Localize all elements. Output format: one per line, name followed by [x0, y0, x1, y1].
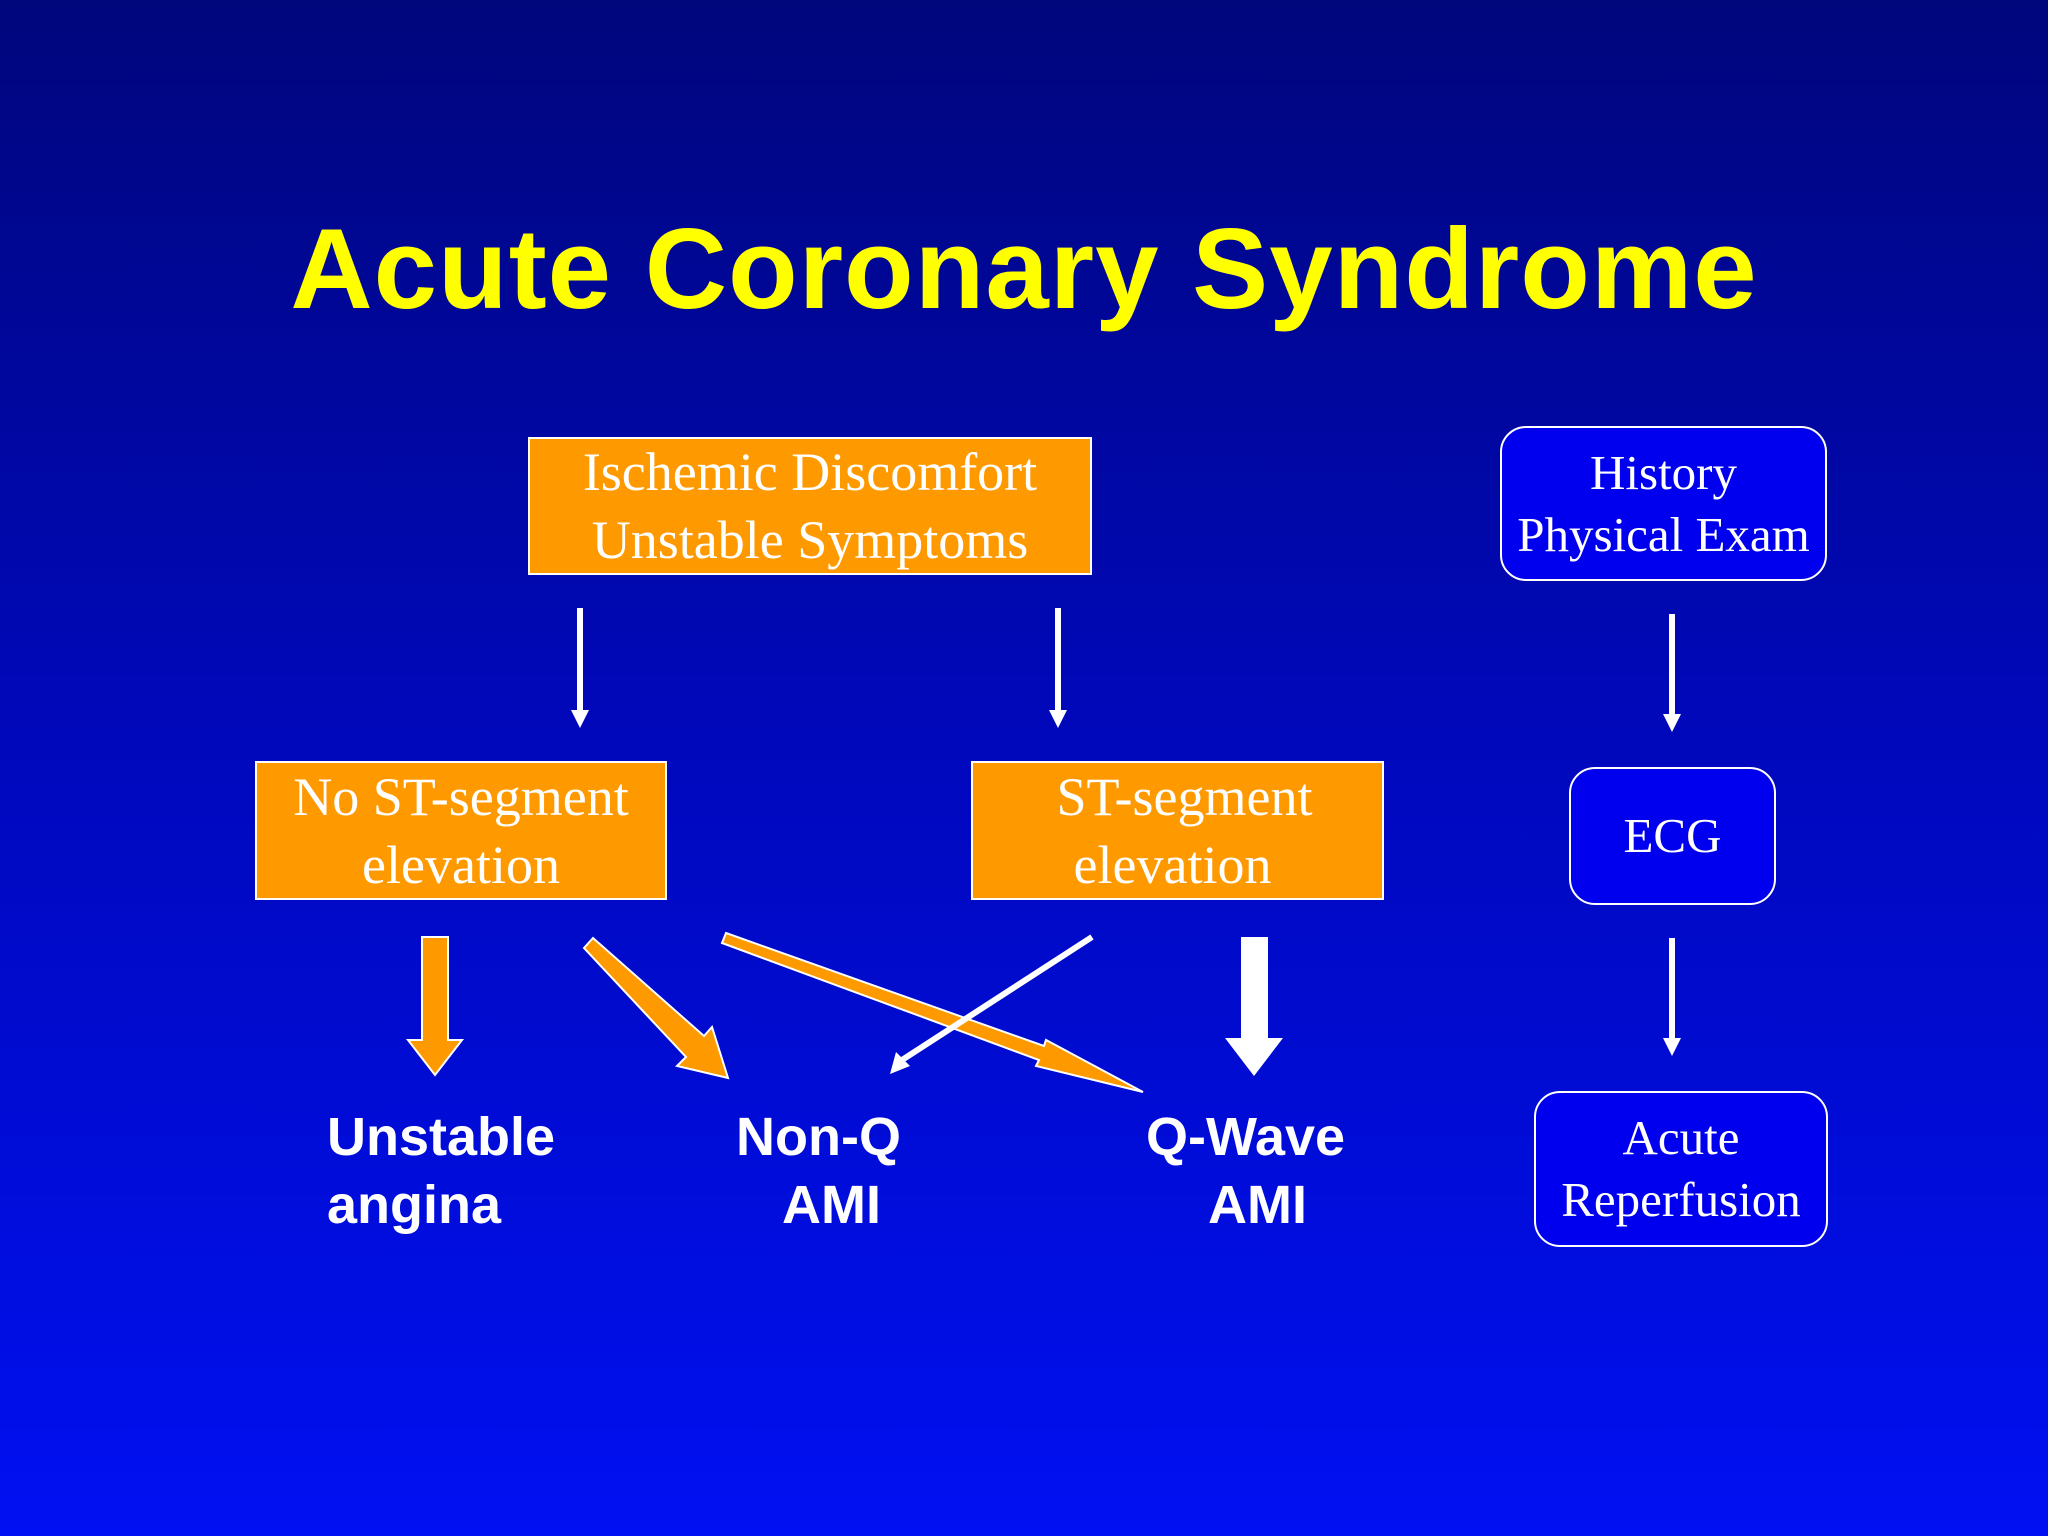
- arrow-no-st-to-q-wave-ami: [720, 931, 1144, 1093]
- arrow-history-to-ecg: [1663, 614, 1681, 732]
- non-q-ami-line2: AMI: [782, 1175, 881, 1235]
- outcome-non-q-ami: Non-Q AMI: [736, 1103, 924, 1239]
- arrow-ischemic-to-st: [1049, 608, 1067, 728]
- st-box-line1: ST-segment: [1056, 766, 1313, 827]
- unstable-angina-line1: Unstable: [327, 1107, 556, 1167]
- history-box-line2: Physical Exam: [1517, 506, 1810, 562]
- outcome-q-wave-ami: Q-Wave AMI: [1146, 1103, 1386, 1239]
- unstable-angina-line2: angina: [327, 1175, 502, 1235]
- reperfusion-box-line1: Acute: [1622, 1110, 1740, 1165]
- arrow-ischemic-to-no-st: [571, 608, 589, 728]
- reperfusion-box-line2: Reperfusion: [1561, 1172, 1801, 1227]
- history-box-line1: History: [1590, 444, 1737, 500]
- outcome-unstable-angina: Unstable angina: [327, 1103, 555, 1239]
- non-q-ami-line1: Non-Q: [736, 1107, 901, 1167]
- no-st-box-line2: elevation: [362, 834, 560, 895]
- acute-reperfusion-box: Acute Reperfusion: [1534, 1091, 1828, 1247]
- ecg-box: ECG: [1569, 767, 1776, 905]
- arrow-ecg-to-reperfusion: [1663, 938, 1681, 1056]
- st-box-line2: elevation: [1073, 834, 1272, 895]
- arrow-st-to-non-q-ami: [890, 934, 1094, 1074]
- st-elevation-box: ST-segment elevation: [971, 761, 1384, 900]
- slide-title: Acute Coronary Syndrome: [290, 206, 1758, 333]
- ischemic-box-line1: Ischemic Discomfort: [582, 442, 1038, 502]
- arrow-no-st-to-unstable-angina: [405, 936, 465, 1077]
- q-wave-ami-line1: Q-Wave: [1146, 1107, 1346, 1167]
- no-st-elevation-box: No ST-segment elevation: [255, 761, 667, 900]
- history-physical-exam-box: History Physical Exam: [1500, 426, 1827, 581]
- ischemic-discomfort-box: Ischemic Discomfort Unstable Symptoms: [528, 437, 1092, 575]
- arrow-no-st-to-non-q-ami: [582, 936, 730, 1080]
- no-st-box-line1: No ST-segment: [293, 766, 629, 827]
- ischemic-box-line2: Unstable Symptoms: [591, 510, 1029, 570]
- q-wave-ami-line2: AMI: [1208, 1175, 1307, 1235]
- arrow-st-to-q-wave-ami: [1225, 937, 1283, 1076]
- ecg-box-label: ECG: [1623, 808, 1722, 863]
